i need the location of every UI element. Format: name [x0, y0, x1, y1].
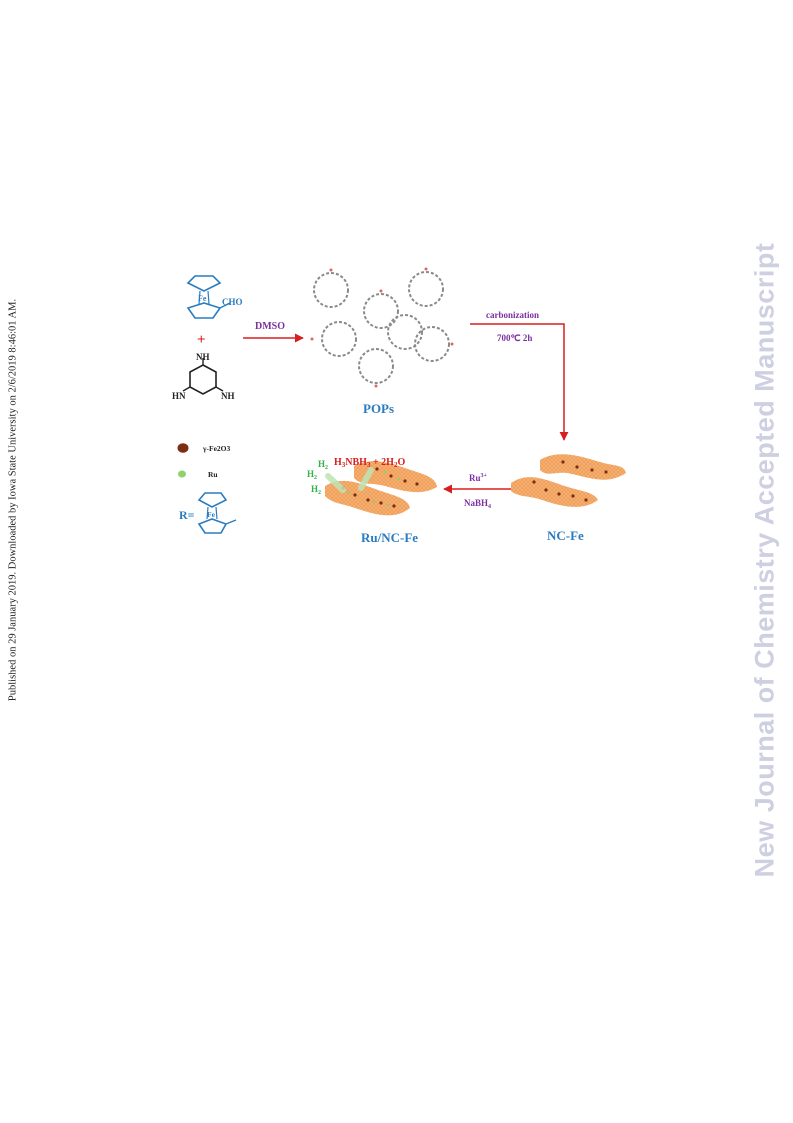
carbonization-conditions: 700℃ 2h	[497, 333, 532, 343]
legend-fe2o3-swatch	[177, 443, 189, 453]
legend-ru-label: Ru	[208, 470, 218, 479]
pops-label: POPs	[363, 401, 394, 416]
ru-nc-fe-particles	[341, 467, 419, 508]
carbonization-arrow	[470, 323, 569, 441]
reductant-subscript: 4	[488, 504, 491, 510]
amine-top-label: NH	[196, 352, 210, 362]
legend-ru-swatch	[178, 470, 186, 478]
h2-symbol-2: H	[307, 469, 314, 479]
eq-h: H	[334, 457, 342, 468]
dmso-label: DMSO	[255, 321, 285, 332]
h2-sub-3: 2	[318, 490, 321, 496]
h2-label-3: H2	[311, 484, 321, 496]
ru-ion-symbol: Ru	[469, 473, 481, 483]
nc-fe-fe2o3-particles	[532, 460, 608, 502]
pops-network	[313, 271, 450, 384]
eq-h-sub: 3	[342, 461, 346, 469]
h2-sub-2: 2	[314, 475, 317, 481]
fe-atom-label: Fe	[198, 294, 207, 303]
plus-sign: +	[197, 332, 206, 348]
melamine-structure: NH HN NH	[172, 352, 235, 401]
amine-right-label: NH	[221, 391, 235, 401]
cho-group-label: CHO	[222, 297, 243, 307]
h2-label-2: H2	[307, 469, 317, 481]
ammonia-borane-equation: H3NBH3 + 2H2O	[334, 457, 405, 469]
pops-node-accents	[310, 267, 454, 388]
nc-fe-sheets	[511, 454, 626, 507]
h2-sub-1: 2	[325, 465, 328, 471]
legend-fe2o3-label: γ-Fe2O3	[202, 444, 230, 453]
eq-nbh-sub: 3	[367, 461, 371, 469]
eq-plus-water: + 2H	[370, 457, 394, 468]
hydrogen-release-streams	[325, 467, 374, 493]
legend-fe-label: Fe	[207, 510, 216, 519]
amine-left-label: HN	[172, 391, 186, 401]
legend-r-label: R=	[179, 508, 195, 522]
legend: γ-Fe2O3 Ru R= Fe	[177, 443, 237, 534]
ru-ion-label: Ru3+	[469, 473, 488, 483]
ru-nc-fe-label: Ru/NC-Fe	[361, 530, 418, 545]
legend-ferrocenyl-structure: Fe	[197, 492, 237, 534]
h2-symbol-1: H	[318, 459, 325, 469]
ru-ion-charge: 3+	[481, 473, 488, 479]
reductant-formula: NaBH	[464, 498, 488, 508]
reductant-label: NaBH4	[464, 498, 491, 510]
h2-symbol-3: H	[311, 484, 318, 494]
ferrocene-aldehyde-structure: Fe CHO	[186, 275, 243, 319]
eq-nbh: NBH	[345, 457, 367, 468]
carbonization-label: carbonization	[486, 310, 539, 320]
eq-water-o: O	[397, 457, 405, 468]
eq-water-sub: 2	[394, 461, 398, 469]
nc-fe-label: NC-Fe	[547, 528, 584, 543]
ru-nc-fe-ru-particles	[347, 470, 401, 507]
h2-label-1: H2	[318, 459, 328, 471]
